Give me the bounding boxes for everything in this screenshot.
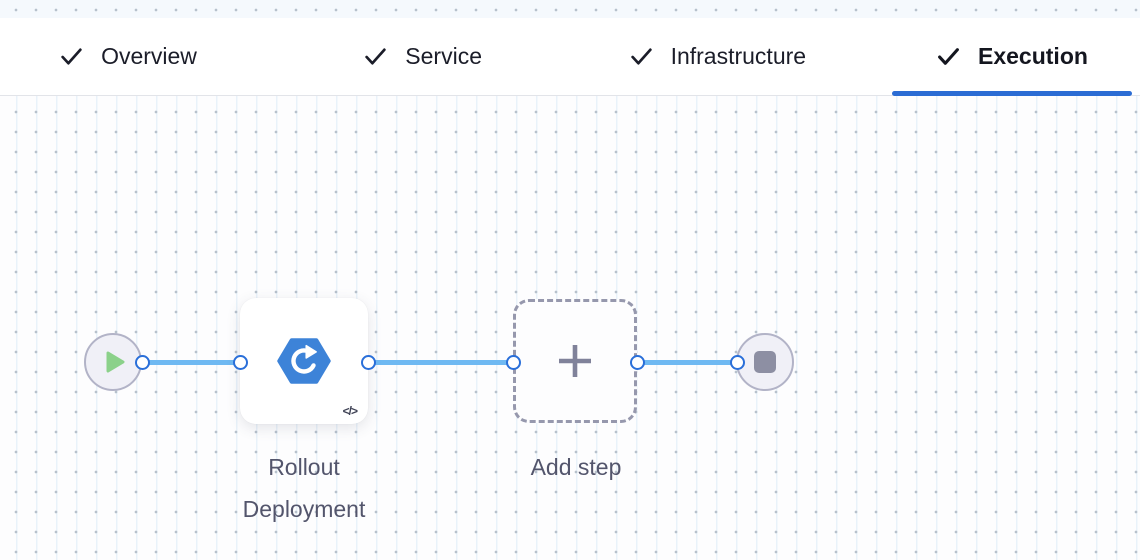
stage-config-tabbar: Overview Service Infrastructure Executio…	[0, 18, 1140, 96]
canvas-top-strip	[0, 0, 1140, 18]
port-rollout-in[interactable]	[233, 354, 248, 370]
tab-infrastructure[interactable]: Infrastructure	[597, 18, 837, 95]
tab-label: Overview	[101, 43, 197, 69]
tab-overview[interactable]: Overview	[8, 18, 248, 95]
check-icon	[365, 48, 387, 65]
port-start-out[interactable]	[135, 354, 150, 370]
tab-service[interactable]: Service	[303, 18, 543, 95]
edge-addstep-to-end	[637, 359, 738, 365]
play-icon	[106, 351, 124, 373]
port-end-in[interactable]	[730, 354, 745, 370]
step-label-add-step: Add step	[530, 454, 622, 480]
step-rollout-deployment[interactable]: </>	[240, 298, 368, 424]
check-icon	[630, 48, 652, 65]
tab-execution[interactable]: Execution	[891, 18, 1132, 96]
check-icon	[61, 48, 82, 65]
start-node	[84, 333, 142, 391]
port-rollout-out[interactable]	[361, 354, 376, 370]
step-label-rollout-deployment: Rollout Deployment	[242, 454, 366, 522]
k8s-rollout-hexagon-icon	[277, 338, 331, 384]
pipeline-canvas[interactable]: </> Rollout Deployment Add step	[0, 96, 1140, 560]
check-icon	[938, 48, 959, 65]
edge-rollout-to-addstep	[368, 359, 513, 365]
active-tab-underline	[891, 91, 1132, 96]
edge-start-to-rollout	[142, 359, 240, 365]
port-addstep-out[interactable]	[630, 354, 645, 370]
tab-label: Execution	[978, 43, 1088, 69]
stop-icon	[754, 351, 776, 373]
tab-label: Service	[405, 43, 482, 69]
tab-label: Infrastructure	[670, 43, 807, 69]
plus-icon	[559, 345, 591, 377]
port-addstep-in[interactable]	[506, 354, 521, 370]
code-badge-icon: </>	[342, 404, 358, 418]
add-step-button[interactable]	[513, 299, 637, 423]
